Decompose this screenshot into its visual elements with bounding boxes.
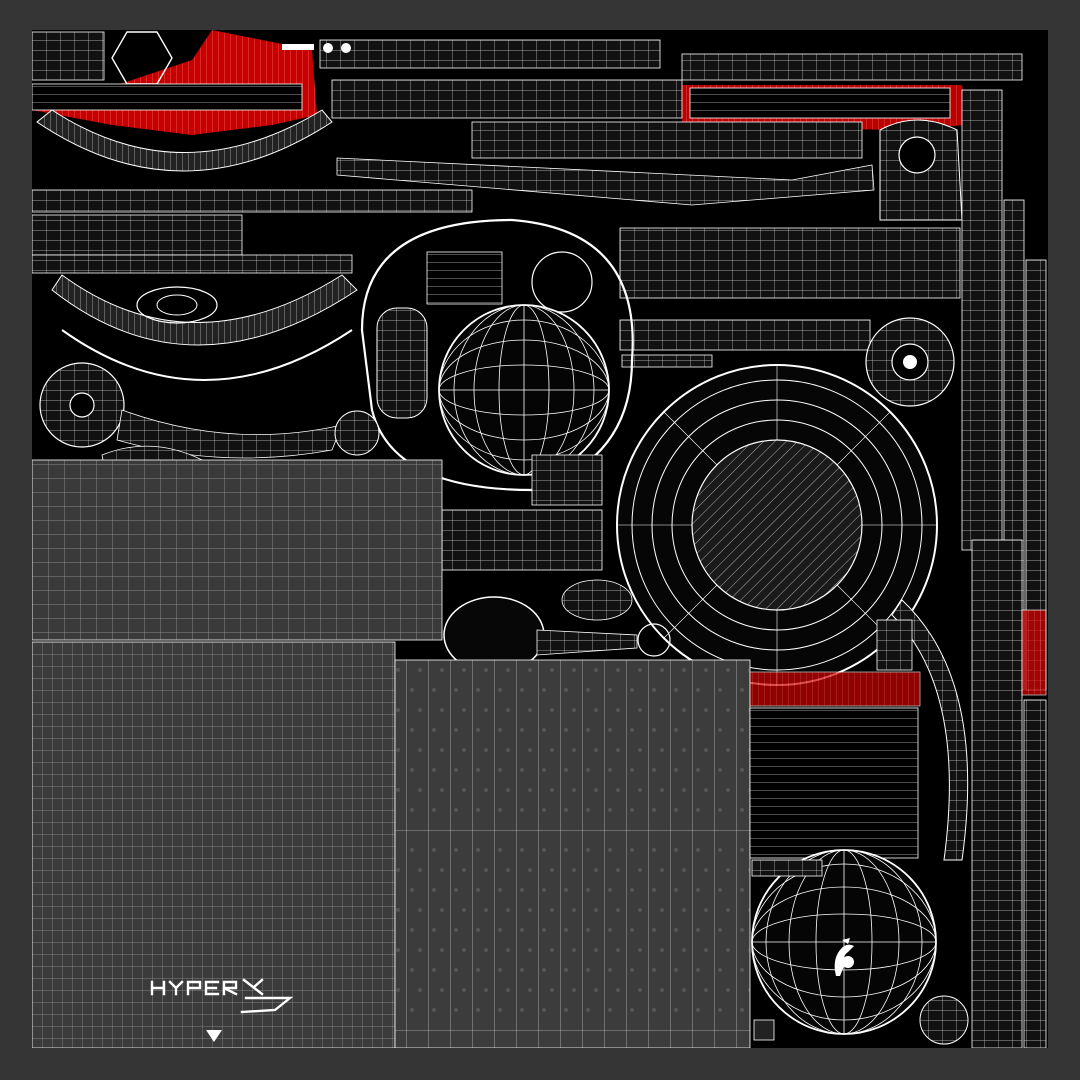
sphere-ear-cup-1 bbox=[438, 304, 610, 476]
uv-layout-sheet bbox=[32, 30, 1048, 1048]
hyperx-logo-icon bbox=[150, 978, 294, 1014]
tall-strip-block bbox=[394, 659, 751, 1048]
uv-wireframe bbox=[32, 30, 1047, 1048]
microphone-piece bbox=[443, 579, 671, 674]
top-strip-a bbox=[32, 31, 105, 81]
ear-cushion-disc bbox=[616, 364, 938, 686]
eye-shape bbox=[136, 286, 218, 324]
headset-brand-icon bbox=[834, 938, 854, 976]
top-strip-c bbox=[681, 53, 1023, 81]
top-strip-b bbox=[319, 39, 661, 69]
sphere-ear-cup-2 bbox=[751, 849, 937, 1035]
headband-ring bbox=[360, 218, 634, 492]
grid-block-upper-left bbox=[32, 459, 443, 641]
curved-band-1 bbox=[36, 109, 333, 172]
band-piece bbox=[331, 79, 683, 119]
grid-block-lower-left bbox=[32, 641, 396, 1048]
chevron-down-icon bbox=[206, 1030, 222, 1042]
